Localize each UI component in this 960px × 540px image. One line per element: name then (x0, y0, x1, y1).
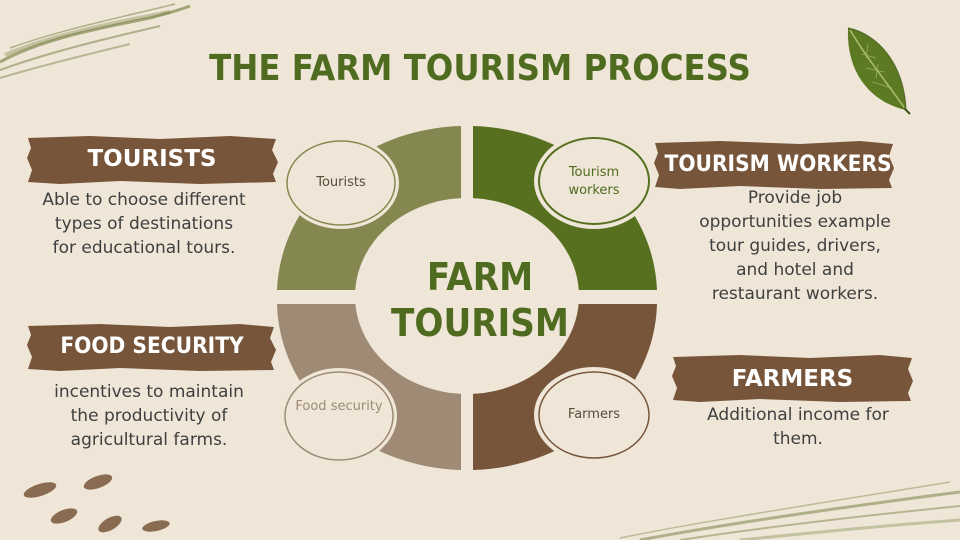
description-line: and hotel and (736, 260, 854, 280)
paint-dab-decoration (23, 474, 170, 533)
description-line: Able to choose different (42, 190, 246, 210)
brush-stroke-decoration-bottom-right (620, 481, 960, 540)
banner-tourists (27, 136, 278, 184)
description-farmers: Additional income for them. (680, 403, 916, 451)
banner-tourism-workers (654, 141, 894, 189)
banner-farmers (672, 355, 913, 402)
description-line: opportunities example (699, 212, 891, 232)
heading-food-security: FOOD SECURITY (60, 334, 244, 359)
heading-tourists: TOURISTS (87, 146, 217, 172)
description-line: the productivity of (70, 406, 228, 426)
description-line: Additional income for (707, 405, 889, 425)
description-line: for educational tours. (52, 238, 236, 258)
circle-tourism-workers (534, 133, 654, 229)
description-food-security: incentives to maintain the productivity … (20, 380, 278, 452)
center-label: FARM TOURISM (390, 254, 570, 346)
circle-label-tourism-workers: Tourism workers (568, 165, 620, 198)
description-line: types of destinations (54, 214, 234, 234)
description-tourism-workers: Provide job opportunities example tour g… (672, 186, 918, 306)
circle-label-farmers: Farmers (567, 407, 621, 422)
brush-stroke-decoration-top-left (0, 3, 191, 79)
circle-farmers (534, 367, 654, 463)
circle-label-food-security: Food security (295, 399, 383, 414)
leaf-icon (847, 27, 911, 115)
page-title: THE FARM TOURISM PROCESS (209, 48, 751, 89)
heading-tourism-workers: TOURISM WORKERS (664, 152, 892, 177)
description-line: incentives to maintain (54, 382, 244, 402)
center-label-line2: TOURISM (391, 301, 569, 345)
description-line: them. (773, 429, 823, 449)
heading-farmers: FARMERS (731, 366, 854, 392)
description-line: agricultural farms. (70, 430, 228, 450)
center-hub (355, 198, 579, 394)
center-label-line1: FARM (426, 255, 534, 299)
description-line: tour guides, drivers, (709, 236, 881, 256)
banner-food-security (27, 324, 276, 371)
description-tourists: Able to choose different types of destin… (14, 188, 274, 260)
circle-label-tourists: Tourists (316, 175, 366, 190)
circle-tourists (283, 137, 399, 229)
circle-food-security (281, 368, 397, 464)
description-line: Provide job (747, 188, 843, 208)
description-line: restaurant workers. (711, 284, 879, 304)
